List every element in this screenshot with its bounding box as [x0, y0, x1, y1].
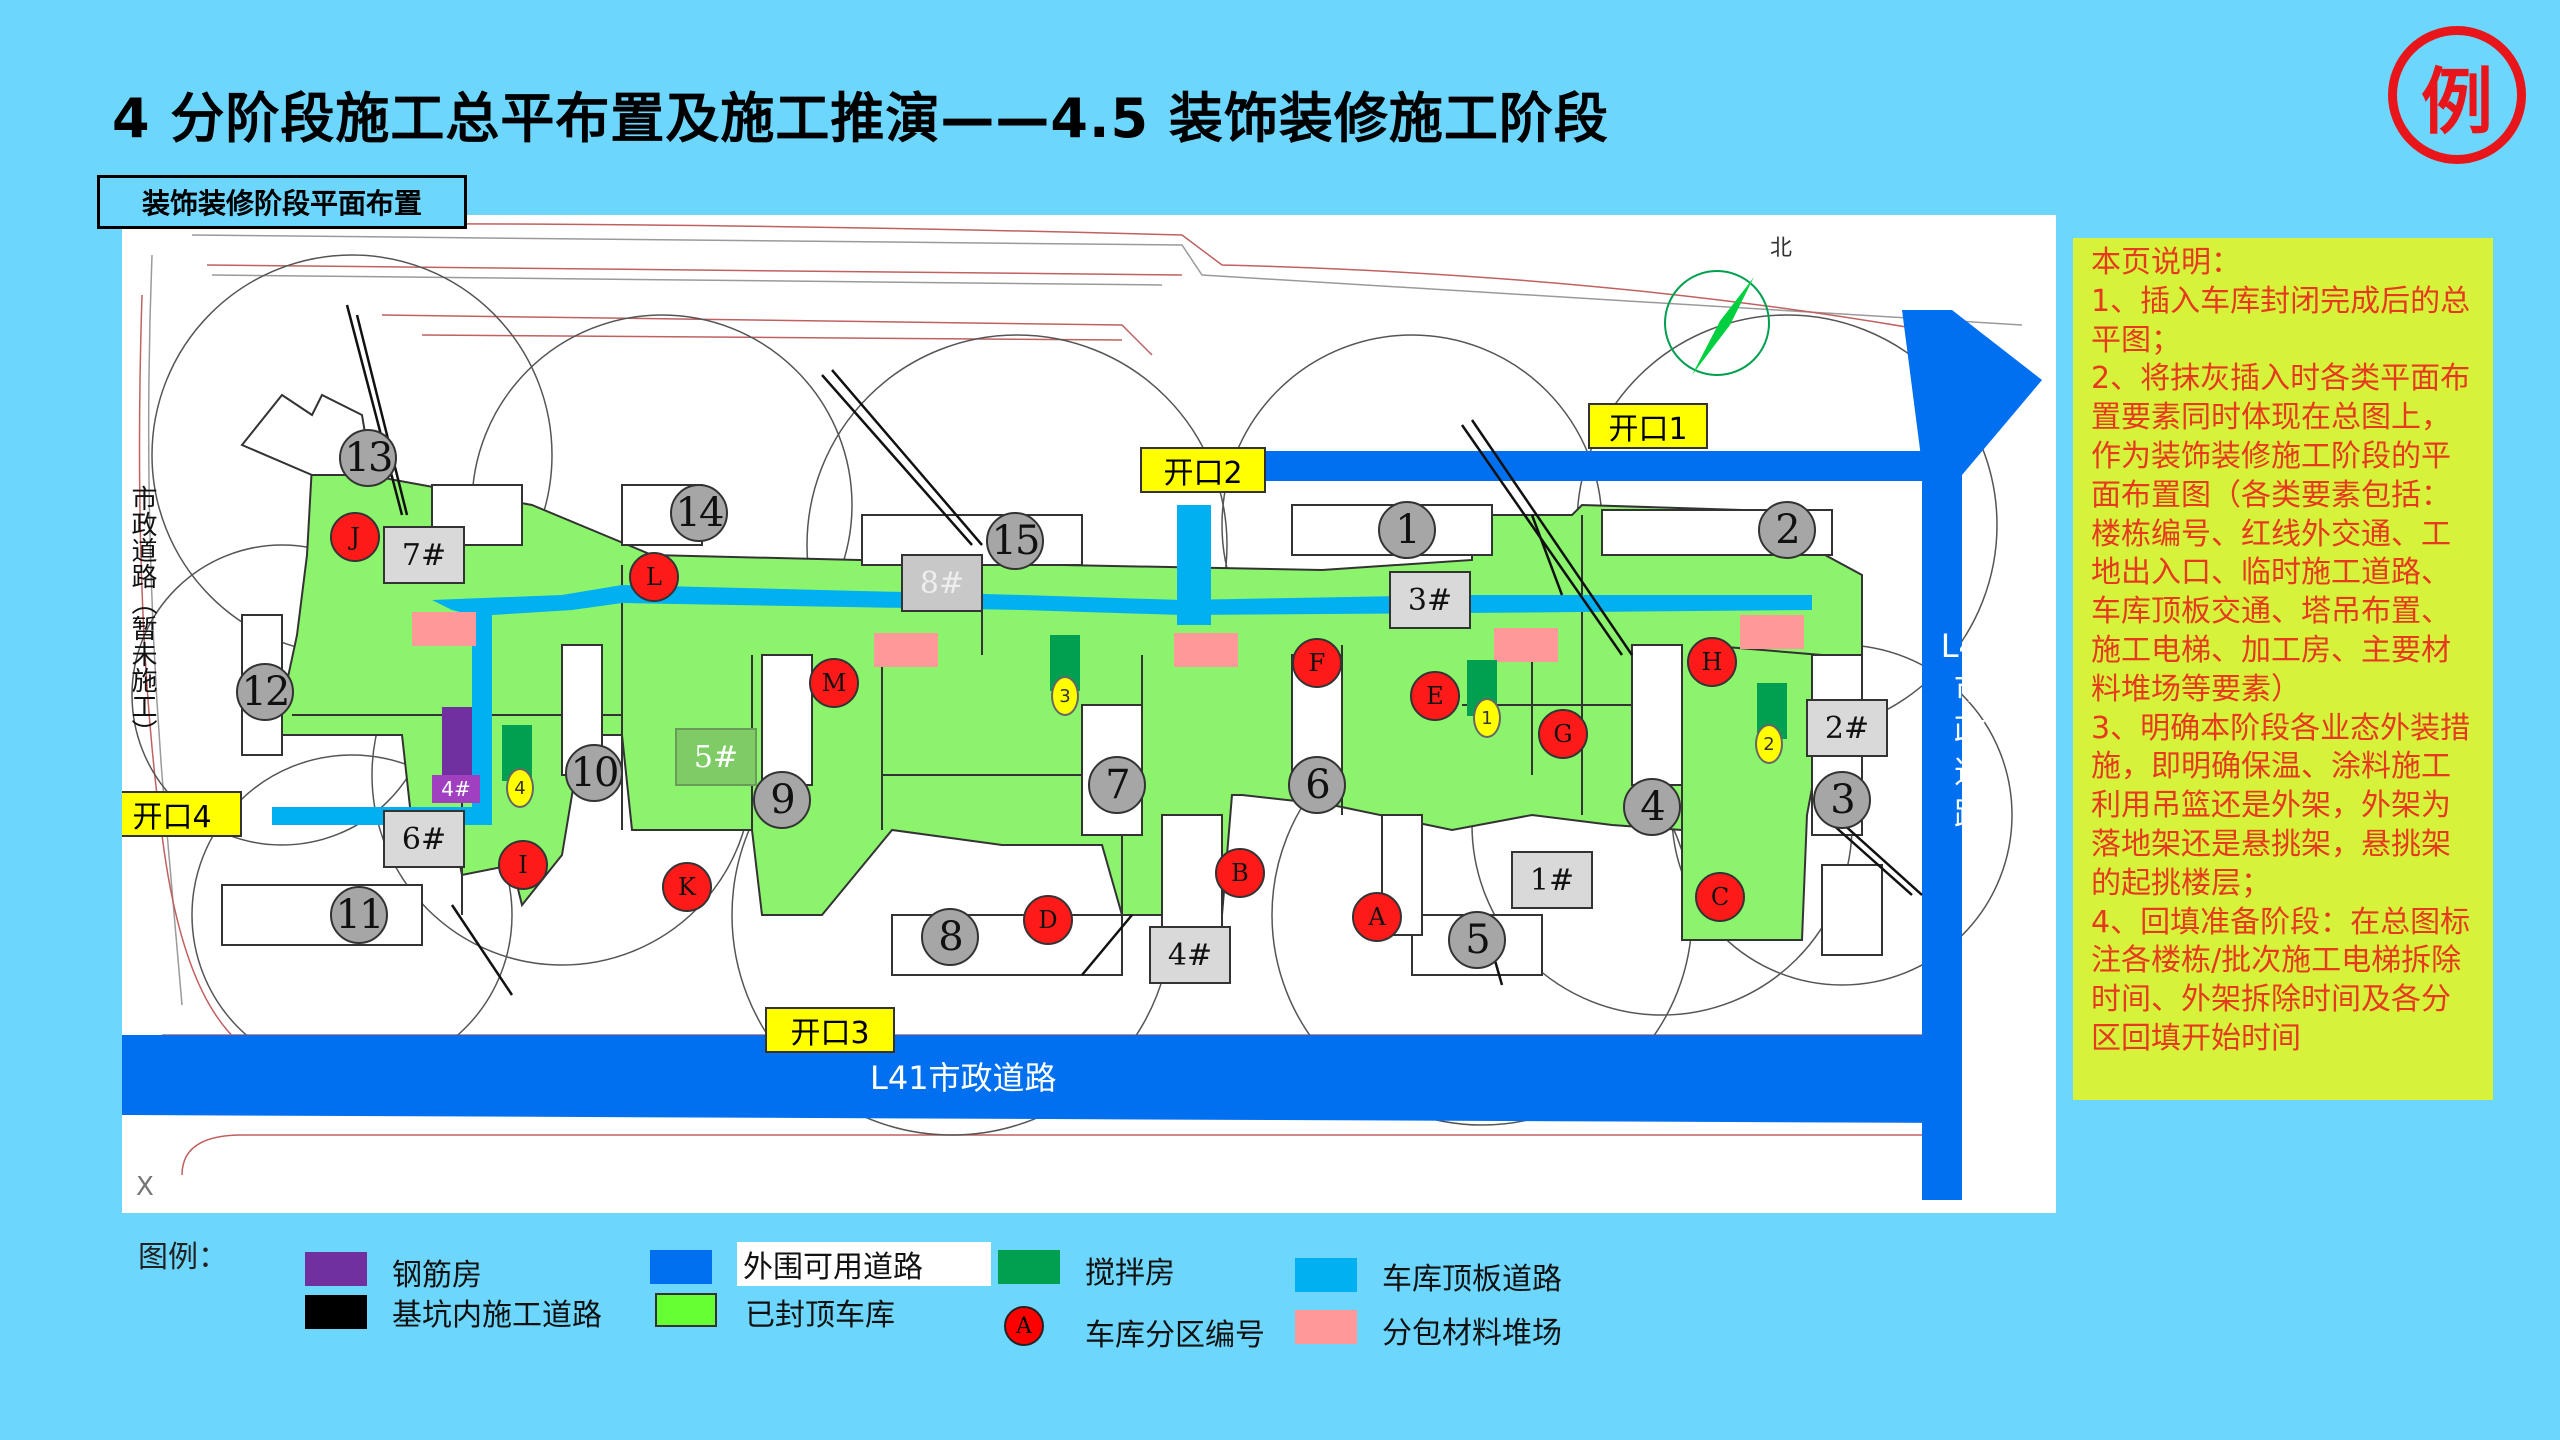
- legend-title: 图例：: [138, 1240, 228, 1275]
- east-road-band: [1902, 310, 2042, 1200]
- legend-roof-road-label: 车库顶板道路: [1382, 1262, 1562, 1297]
- rebar-house: [442, 707, 472, 787]
- garage-zone-A: A: [1352, 892, 1402, 942]
- tower-crane-13: 13: [339, 429, 397, 487]
- garage-zone-F: F: [1292, 638, 1342, 688]
- material-storage-yards: [412, 612, 1804, 667]
- tower-crane-8: 8: [921, 908, 979, 966]
- example-stamp: 例: [2388, 26, 2526, 164]
- garage-zone-E: E: [1410, 671, 1460, 721]
- legend-rebar-house-swatch: [305, 1252, 367, 1286]
- garage-zone-I: I: [498, 840, 548, 890]
- building-5: 5#: [675, 728, 757, 786]
- building-1: 1#: [1511, 851, 1593, 909]
- tower-crane-4: 4: [1623, 778, 1681, 836]
- site-plan-drawing: 4# 北 X: [122, 223, 2042, 1202]
- site-entrance-1: 开口1: [1588, 403, 1708, 449]
- building-4: 4#: [1149, 926, 1231, 984]
- south-road-label: L41市政道路: [870, 1059, 1057, 1097]
- garage-zone-L: L: [629, 552, 679, 602]
- legend-mixing-house-label: 搅拌房: [1085, 1256, 1175, 1291]
- tower-crane-6: 6: [1288, 756, 1346, 814]
- page-title: 4 分阶段施工总平布置及施工推演——4.5 装饰装修施工阶段: [112, 87, 1609, 150]
- north-arrow-icon: 北: [1664, 236, 1792, 376]
- construction-elevator-2: 2: [1755, 724, 1783, 764]
- tower-crane-14: 14: [670, 484, 728, 542]
- corner-x-mark: X: [136, 1172, 154, 1202]
- tower-crane-5: 5: [1448, 911, 1506, 969]
- tower-crane-12: 12: [236, 663, 294, 721]
- tower-crane-2: 2: [1758, 501, 1816, 559]
- rebar-house-label: 4#: [441, 777, 470, 801]
- north-road-band: [1262, 451, 1932, 481]
- legend-storage-label: 分包材料堆场: [1382, 1316, 1562, 1351]
- construction-elevator-1: 1: [1473, 698, 1501, 738]
- tower-crane-3: 3: [1813, 771, 1871, 829]
- notes-item-3: 3、明确本阶段各业态外装措施，即明确保温、涂料施工利用吊篮还是外架，外架为落地架…: [2091, 710, 2471, 901]
- legend-garage-label: 已封顶车库: [745, 1298, 895, 1333]
- legend-outer-road-label: 外围可用道路: [737, 1242, 991, 1286]
- garage-zone-J: J: [330, 512, 380, 562]
- building-7: 7#: [383, 526, 465, 584]
- garage-zone-M: M: [809, 658, 859, 708]
- garage-zone-K: K: [662, 862, 712, 912]
- tower-crane-11: 11: [330, 886, 388, 944]
- section-subtitle: 装饰装修阶段平面布置: [97, 175, 467, 229]
- legend-zone-number-label: 车库分区编号: [1085, 1318, 1265, 1353]
- notes-item-2: 2、将抹灰插入时各类平面布置要素同时体现在总图上，作为装饰装修施工阶段的平面布置…: [2091, 361, 2471, 707]
- tower-crane-9: 9: [753, 771, 811, 829]
- construction-elevator-4: 4: [506, 768, 534, 808]
- tower-crane-1: 1: [1378, 501, 1436, 559]
- notes-item-1: 1、插入车库封闭完成后的总平图；: [2091, 283, 2471, 358]
- legend-mixing-house-swatch: [998, 1250, 1060, 1284]
- notes-heading: 本页说明：: [2091, 245, 2241, 280]
- garage-zone-G: G: [1538, 709, 1588, 759]
- legend-garage-swatch: [655, 1293, 717, 1327]
- legend-rebar-house-label: 钢筋房: [392, 1258, 482, 1293]
- legend-storage-swatch: [1295, 1310, 1357, 1344]
- site-entrance-4: 开口4: [122, 791, 242, 837]
- building-2: 2#: [1806, 699, 1888, 757]
- legend-roof-road-swatch: [1295, 1258, 1357, 1292]
- construction-elevator-3: 3: [1051, 676, 1079, 716]
- legend-zone-marker-icon: A: [1004, 1306, 1044, 1346]
- site-boundary-lines: [147, 234, 2023, 1006]
- east-road-label: L42市政道路: [1940, 627, 2000, 833]
- building-8: 8#: [901, 554, 983, 612]
- tower-crane-7: 7: [1088, 756, 1146, 814]
- garage-zone-B: B: [1215, 848, 1265, 898]
- page-notes-panel: 本页说明： 1、插入车库封闭完成后的总平图； 2、将抹灰插入时各类平面布置要素同…: [2073, 238, 2493, 1100]
- legend-pit-road-label: 基坑内施工道路: [392, 1298, 602, 1333]
- legend-outer-road-swatch: [650, 1250, 712, 1284]
- rebar-house-tag: [432, 775, 480, 803]
- building-6: 6#: [383, 810, 465, 868]
- south-road-band: [122, 1035, 1962, 1123]
- notes-item-4: 4、回填准备阶段：在总图标注各楼栋/批次施工电梯拆除时间、外架拆除时间及各分区回…: [2091, 904, 2471, 1056]
- site-entrance-3: 开口3: [765, 1007, 895, 1053]
- garage-zone-H: H: [1687, 637, 1737, 687]
- garage-zone-C: C: [1695, 872, 1745, 922]
- site-entrance-2: 开口2: [1140, 447, 1266, 493]
- north-label: 北: [1770, 236, 1792, 261]
- tower-crane-10: 10: [565, 744, 623, 802]
- tower-crane-15: 15: [986, 512, 1044, 570]
- legend-pit-road-swatch: [305, 1295, 367, 1329]
- garage-zone-D: D: [1023, 895, 1073, 945]
- building-3: 3#: [1389, 571, 1471, 629]
- west-road-label: 市政道路（暂未施工）: [127, 485, 157, 745]
